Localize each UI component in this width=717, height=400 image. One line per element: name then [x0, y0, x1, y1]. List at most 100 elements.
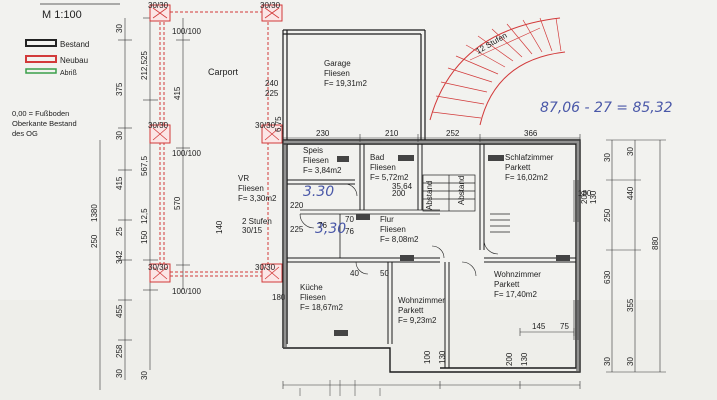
svg-text:Speis: Speis [303, 146, 323, 155]
outdoor-stairs [429, 17, 566, 126]
svg-text:200: 200 [580, 190, 589, 204]
abstand-label: Abstand [457, 176, 466, 205]
legend-label-bestand: Bestand [60, 40, 89, 49]
svg-text:30: 30 [626, 357, 635, 366]
svg-text:Fliesen: Fliesen [370, 163, 396, 172]
svg-text:355: 355 [626, 298, 635, 312]
post-ref: 100/100 [172, 27, 201, 36]
svg-text:75: 75 [560, 322, 569, 331]
svg-text:Parkett: Parkett [398, 306, 424, 315]
right-dimensions: 30 250 440 30 880 630 355 30 30 200 130 [580, 147, 660, 366]
legend-swatch-abriss [25, 68, 57, 74]
svg-text:30: 30 [140, 371, 149, 380]
handwritten-calc: 87,06 - 27 = 85,32 [540, 100, 673, 116]
svg-text:366: 366 [524, 129, 538, 138]
svg-text:440: 440 [626, 186, 635, 200]
svg-text:130: 130 [589, 190, 598, 204]
post-ref: 100/100 [172, 287, 201, 296]
handwritten-flur: 3,30 [315, 221, 346, 237]
carport-new-construction: 30/30 30/30 30/30 30/30 30/30 30/30 100/… [148, 1, 283, 296]
svg-text:130: 130 [438, 350, 447, 364]
svg-text:Fliesen: Fliesen [238, 184, 264, 193]
svg-text:150: 150 [140, 230, 149, 244]
svg-text:50: 50 [380, 269, 389, 278]
internal-stairs [422, 174, 510, 233]
legend-swatch-bestand [25, 39, 57, 47]
svg-text:Schlafzimmer: Schlafzimmer [505, 153, 554, 162]
room-kueche: Küche Fliesen F= 18,67m2 [300, 283, 343, 312]
abstand-label: Abstand [425, 181, 434, 210]
post-ref: 100/100 [172, 149, 201, 158]
svg-text:Wohnzimmer: Wohnzimmer [494, 270, 541, 279]
stairs-small-dim: 30/15 [242, 226, 263, 235]
svg-text:570: 570 [173, 196, 182, 210]
svg-text:1380: 1380 [90, 204, 99, 222]
svg-text:455: 455 [115, 304, 124, 318]
svg-text:VR: VR [238, 174, 249, 183]
svg-text:180: 180 [578, 189, 592, 198]
svg-text:Garage: Garage [324, 59, 351, 68]
svg-text:30: 30 [115, 24, 124, 33]
svg-text:F= 16,02m2: F= 16,02m2 [505, 173, 548, 182]
svg-text:252: 252 [446, 129, 460, 138]
svg-text:Parkett: Parkett [505, 163, 531, 172]
svg-text:70: 70 [345, 215, 354, 224]
room-bad: Bad Fliesen F= 5,72m2 [370, 153, 409, 182]
svg-text:200: 200 [505, 352, 514, 366]
svg-text:415: 415 [173, 86, 182, 100]
svg-text:250: 250 [90, 234, 99, 248]
legend-swatch-neubau [25, 55, 57, 63]
bottom-dimensions: 100 130 200 130 [423, 350, 529, 366]
svg-text:30: 30 [603, 153, 612, 162]
svg-text:250: 250 [603, 208, 612, 222]
handwritten-vr: 3.30 [303, 184, 334, 200]
post-label: 30/30 [148, 1, 169, 10]
svg-text:F= 9,23m2: F= 9,23m2 [398, 316, 437, 325]
svg-text:630: 630 [603, 270, 612, 284]
svg-text:180: 180 [272, 293, 286, 302]
svg-text:F= 18,67m2: F= 18,67m2 [300, 303, 343, 312]
note-line-1: 0,00 = Fußboden [12, 109, 69, 118]
svg-text:880: 880 [651, 236, 660, 250]
svg-text:375: 375 [115, 82, 124, 96]
svg-text:30: 30 [603, 357, 612, 366]
post-label: 30/30 [255, 121, 276, 130]
svg-text:6,75: 6,75 [274, 116, 283, 132]
top-dimensions: 240 225 6,75 230 210 252 366 220 200 35,… [265, 79, 592, 331]
svg-text:210: 210 [385, 129, 399, 138]
svg-text:Fliesen: Fliesen [324, 69, 350, 78]
svg-text:Wohnzimmer: Wohnzimmer [398, 296, 445, 305]
svg-text:Küche: Küche [300, 283, 323, 292]
room-schlafzimmer: Schlafzimmer Parkett F= 16,02m2 [505, 153, 554, 182]
svg-text:225: 225 [265, 89, 279, 98]
door-swings [299, 183, 499, 277]
post-label: 30/30 [260, 1, 281, 10]
legend-label-abriss: Abriß [60, 70, 77, 77]
svg-text:76: 76 [318, 221, 327, 230]
legend: Bestand Neubau Abriß [25, 39, 89, 77]
room-wohnzimmer-large: Wohnzimmer Parkett F= 17,40m2 [494, 270, 541, 299]
svg-text:30: 30 [115, 369, 124, 378]
svg-text:35,64: 35,64 [392, 182, 413, 191]
svg-text:225: 225 [290, 225, 304, 234]
svg-text:212,5: 212,5 [140, 59, 149, 80]
svg-text:12,5: 12,5 [140, 208, 149, 224]
svg-text:Parkett: Parkett [494, 280, 520, 289]
svg-text:230: 230 [316, 129, 330, 138]
room-speis: Speis Fliesen F= 3,84m2 [303, 146, 342, 175]
svg-text:30: 30 [115, 131, 124, 140]
svg-text:130: 130 [520, 352, 529, 366]
svg-text:145: 145 [532, 322, 546, 331]
svg-text:F= 8,08m2: F= 8,08m2 [380, 235, 419, 244]
scale-label: M 1:100 [42, 9, 82, 21]
svg-text:F= 19,31m2: F= 19,31m2 [324, 79, 367, 88]
svg-text:25: 25 [115, 227, 124, 236]
svg-text:220: 220 [290, 201, 304, 210]
svg-text:Flur: Flur [380, 215, 394, 224]
room-flur: Flur Fliesen F= 8,08m2 [380, 215, 419, 244]
post-label: 30/30 [148, 121, 169, 130]
svg-text:40: 40 [350, 269, 359, 278]
post-label: 30/30 [148, 263, 169, 272]
